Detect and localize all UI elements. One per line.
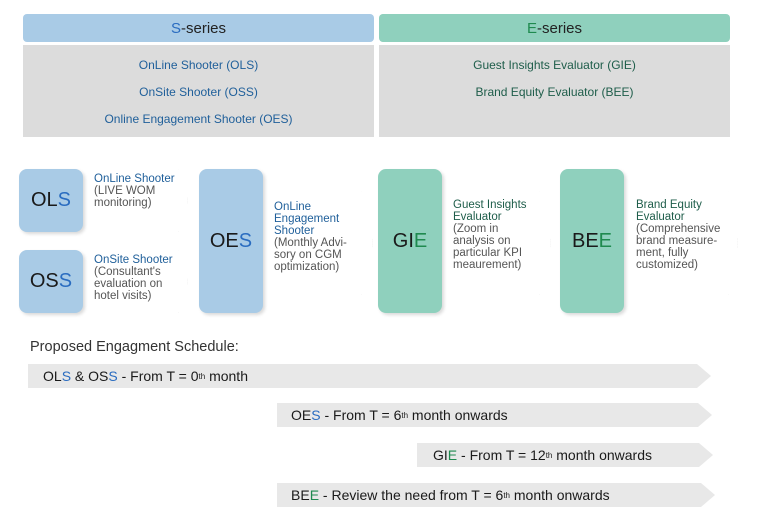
- schedule-tail: month onwards: [552, 447, 652, 463]
- schedule-tail: month onwards: [408, 407, 508, 423]
- e-series-item: Guest Insights Evaluator (GIE): [473, 58, 636, 72]
- bee-code-accent: E: [598, 229, 613, 252]
- e-series-header: E-series: [379, 14, 730, 42]
- code-accent: E: [309, 487, 320, 503]
- s-series-item: OnLine Shooter (OLS): [138, 58, 259, 72]
- s-series-suffix: -series: [181, 19, 227, 37]
- ols-code-accent: S: [57, 189, 72, 211]
- oes-code-main: OE: [209, 229, 239, 252]
- schedule-tail: month onwards: [510, 487, 610, 503]
- schedule-text: - Review the need from T = 6: [319, 487, 504, 503]
- gie-code-main: GI: [392, 229, 414, 252]
- join-text: &: [71, 368, 89, 384]
- code-main: OL: [43, 368, 62, 384]
- s-series-prefix: S: [170, 19, 181, 37]
- code-accent: S: [311, 407, 321, 423]
- superscript: th: [545, 450, 553, 460]
- superscript: th: [401, 410, 409, 420]
- code-accent: S: [61, 368, 72, 384]
- bee-title: Brand Equity Evaluator: [636, 199, 702, 223]
- oss-description: OnSite Shooter (Consultant's evaluation …: [88, 250, 188, 313]
- oss-title: OnSite Shooter: [94, 254, 173, 266]
- e-series-prefix: E: [526, 19, 537, 37]
- ols-desc: (LIVE WOM monitoring): [94, 185, 156, 209]
- ols-description: OnLine Shooter (LIVE WOM monitoring): [88, 169, 188, 232]
- schedule-tail: month: [205, 368, 248, 384]
- ols-title: OnLine Shooter: [94, 173, 175, 185]
- schedule-text: - From T = 6: [320, 407, 402, 423]
- code-main: BE: [291, 487, 310, 503]
- bee-desc: (Comprehensive brand measure-ment, fully…: [636, 223, 721, 271]
- superscript: th: [198, 371, 206, 381]
- oes-description: OnLine Engagement Shooter (Monthly Advi-…: [268, 191, 373, 295]
- bee-description: Brand Equity Evaluator (Comprehensive br…: [630, 191, 738, 295]
- gie-desc: (Zoom in analysis on particular KPI meau…: [453, 223, 523, 271]
- gie-code-accent: E: [413, 229, 428, 252]
- oss-code-accent: S: [58, 270, 73, 292]
- oes-desc: (Monthly Advi-sory on CGM optimization): [274, 237, 347, 273]
- s-series-list: OnLine Shooter (OLS) OnSite Shooter (OSS…: [23, 45, 374, 137]
- oes-title: OnLine Engagement Shooter: [274, 201, 340, 237]
- schedule-text: - From T = 12: [457, 447, 546, 463]
- oss-desc: (Consultant's evaluation on hotel visits…: [94, 266, 163, 302]
- oes-code-accent: S: [238, 229, 253, 252]
- e-series-list: Guest Insights Evaluator (GIE) Brand Equ…: [379, 45, 730, 137]
- e-series-item: Brand Equity Evaluator (BEE): [475, 85, 634, 99]
- schedule-text: - From T = 0: [117, 368, 199, 384]
- code-accent: S: [108, 368, 118, 384]
- code-main: OS: [88, 368, 109, 384]
- s-series-item: OnSite Shooter (OSS): [139, 85, 258, 99]
- ols-code-main: OL: [30, 189, 58, 211]
- code-accent: E: [447, 447, 458, 463]
- s-series-header: S-series: [23, 14, 374, 42]
- s-series-item: Online Engagement Shooter (OES): [104, 112, 293, 126]
- code-main: OE: [291, 407, 312, 423]
- e-series-suffix: -series: [537, 19, 583, 37]
- bee-code-main: BE: [571, 229, 599, 252]
- superscript: th: [503, 490, 510, 500]
- oss-code-main: OS: [29, 270, 59, 292]
- gie-description: Guest Insights Evaluator (Zoom in analys…: [447, 191, 551, 295]
- schedule-title: Proposed Engagment Schedule:: [30, 339, 239, 355]
- code-main: GI: [433, 447, 448, 463]
- gie-title: Guest Insights Evaluator: [453, 199, 527, 223]
